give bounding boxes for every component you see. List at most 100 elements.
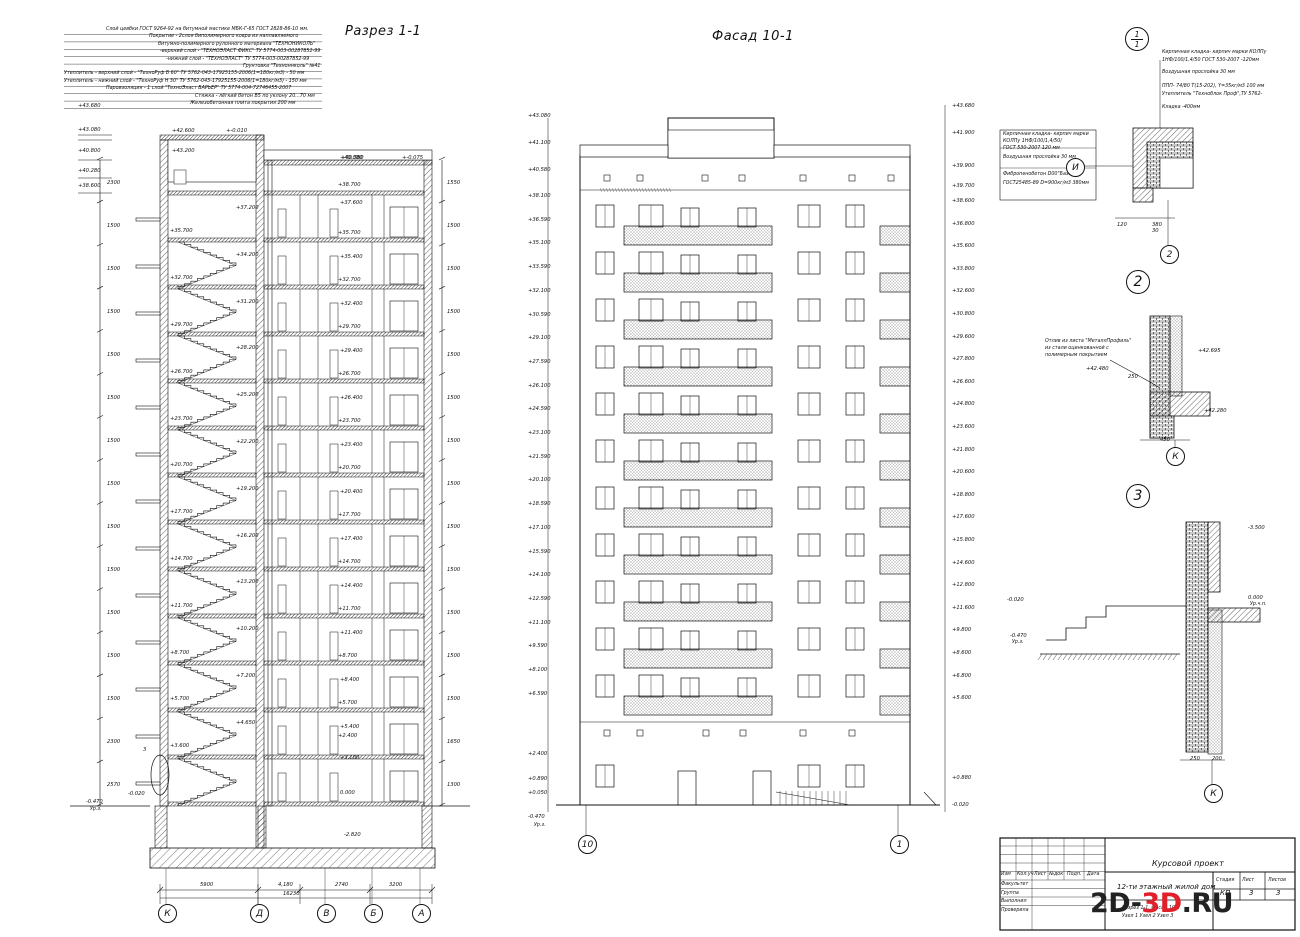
section-ground-mark-2: -0.020 xyxy=(128,791,145,797)
stamp-stage-col-1: Лист xyxy=(1242,878,1255,883)
facade-right-level-22: +11.600 xyxy=(952,604,975,611)
node3-soil-hatch xyxy=(1127,653,1133,661)
balcony xyxy=(623,507,773,528)
stair-string xyxy=(177,406,237,431)
door xyxy=(329,396,339,426)
section-stair-level-13: +17.700 xyxy=(170,509,193,516)
dim-tick xyxy=(438,673,446,678)
section-right-level-8: +29.400 xyxy=(340,347,363,354)
section-stair-level-16: +13.200 xyxy=(236,579,259,586)
landing-edge xyxy=(135,734,161,739)
door xyxy=(329,255,339,285)
section-roof-mark: +40.580 xyxy=(341,155,364,161)
node3-wall-top xyxy=(1207,521,1221,593)
basement-wall xyxy=(154,805,168,849)
node-1-note-3: ППП- 74/80 Т(15-202), Y=35кг/м3 100 мм xyxy=(1162,84,1265,89)
section-right-dim-5: 1500 xyxy=(447,395,461,401)
node-3-mark-floor-sub: Ур.ч.п. xyxy=(1250,602,1267,607)
facade-left-level-4: +36.590 xyxy=(528,216,551,223)
stamp-building: 12-ти этажный жилой дом xyxy=(1117,883,1216,891)
node3-soil-hatch xyxy=(1162,653,1168,661)
section-left-dim-8: 1500 xyxy=(107,524,121,530)
cornice-hatch xyxy=(668,187,672,193)
section-right-dim-12: 1500 xyxy=(447,696,461,702)
section-right-dim-9: 1500 xyxy=(447,567,461,573)
floor-slab xyxy=(263,190,425,196)
stair-flight xyxy=(178,617,237,642)
node-1-box-note-2: ГОСТ 530-2007 120 мм xyxy=(1003,146,1060,151)
section-right-level-20: +11.400 xyxy=(340,629,363,636)
balcony-side xyxy=(879,413,911,434)
facade-axis-0: 10 xyxy=(578,835,597,854)
section-right-level-10: +26.400 xyxy=(340,394,363,401)
landing-edge xyxy=(135,405,161,410)
dim-tick xyxy=(438,199,446,204)
node3-soil-hatch xyxy=(1082,653,1088,661)
dim-tick xyxy=(438,156,446,161)
stair-flight xyxy=(177,547,236,571)
balcony xyxy=(623,413,773,434)
node-1-note-2: Воздушная прослойка 30 мм xyxy=(1162,70,1235,75)
stair-slab xyxy=(167,707,257,713)
facade-left-level-27: +0.050 xyxy=(528,790,548,796)
facade-left-level-11: +26.100 xyxy=(528,382,551,389)
dim-tick xyxy=(438,716,446,721)
facade-left-level-20: +12.590 xyxy=(528,595,551,602)
facade-right-level-17: +18.800 xyxy=(952,491,975,498)
stamp-col-5: Дата xyxy=(1087,872,1100,877)
landing-edge xyxy=(135,499,161,504)
node3-soil-hatch xyxy=(1107,653,1113,661)
door xyxy=(277,349,287,379)
landing-edge xyxy=(135,452,161,457)
node-2-marker: 2 xyxy=(1126,270,1150,294)
facade-right-level-14: +23.600 xyxy=(952,424,975,430)
facade-left-level-13: +23.100 xyxy=(528,430,551,436)
door xyxy=(329,302,339,332)
stair-string xyxy=(177,688,237,713)
node3-slab xyxy=(1207,607,1261,623)
section-left-dim-4: 1500 xyxy=(107,352,121,358)
section-right-level-21: +8.700 xyxy=(338,653,358,659)
stair-string xyxy=(177,735,237,760)
landing-edge xyxy=(135,781,161,786)
facade-left-level-12: +24.590 xyxy=(528,406,551,413)
small-door xyxy=(173,169,187,185)
stair-slab xyxy=(167,425,257,431)
stair-flight xyxy=(177,641,236,665)
facade-right-level-11: +27.800 xyxy=(952,356,975,363)
cornice-hatch xyxy=(653,187,657,193)
stamp-row-0: Факультет xyxy=(1001,882,1029,887)
section-axis-2: В xyxy=(317,904,336,923)
balcony xyxy=(623,460,773,481)
node3-soil-hatch xyxy=(1067,653,1073,661)
stamp-row-1: Группа xyxy=(1001,890,1019,896)
facade-left-level-0: +43.080 xyxy=(528,113,551,119)
facade-left-level-5: +35.100 xyxy=(528,240,551,247)
floor-slab xyxy=(263,519,425,525)
roof-spec-line-4: -нижний слой - "ТЕХНОЭЛАСТ" ТУ 5774-003-… xyxy=(166,56,310,62)
floor-slab xyxy=(263,801,425,807)
section-right-dim-14: 1300 xyxy=(447,782,461,788)
facade-left-level-10: +27.590 xyxy=(528,358,551,365)
node-1-note-4: Утеплитель "Техноблок Проф",ТУ 5762- xyxy=(1162,92,1263,97)
section-right-level-23: +5.700 xyxy=(338,700,358,706)
cornice-hatch xyxy=(665,187,669,193)
dim-tick xyxy=(438,328,446,333)
section-right-level-12: +23.400 xyxy=(340,441,363,448)
node3-soil-hatch xyxy=(1047,653,1053,661)
dim-tick xyxy=(96,415,104,419)
facade-drawing xyxy=(547,105,946,838)
stair-string xyxy=(177,664,237,689)
vent-window xyxy=(848,729,856,737)
stair-flight xyxy=(178,570,237,595)
section-left-dim-7: 1500 xyxy=(107,481,121,487)
node-1-note-0: Кирпичная кладка- кирпич марки КОЛПу xyxy=(1162,50,1267,55)
facade-left-level-22: +9.590 xyxy=(528,643,548,650)
cornice-hatch xyxy=(659,187,663,193)
section-right-level-2: +37.600 xyxy=(340,200,363,206)
section-left-dim-2: 1500 xyxy=(107,266,121,272)
stair-flight xyxy=(177,735,236,759)
facade-left-level-8: +30.590 xyxy=(528,311,551,318)
section-stair-level-20: +7.200 xyxy=(236,673,256,679)
node2-flashing xyxy=(1109,359,1161,389)
